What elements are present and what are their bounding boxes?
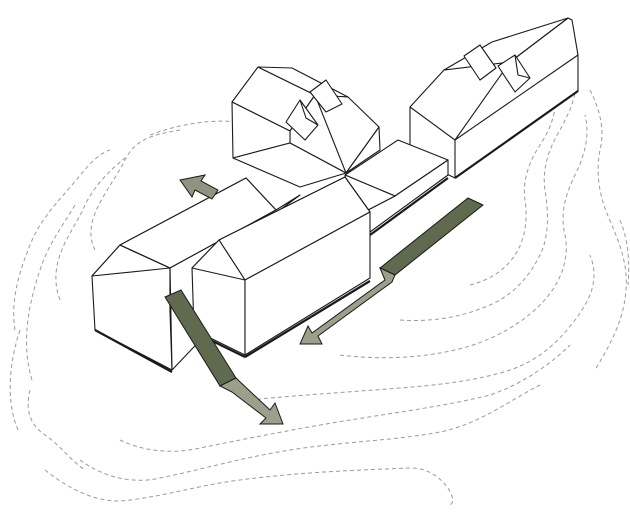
contour-line — [119, 344, 571, 452]
contour-line — [79, 384, 541, 481]
back-left-house — [231, 66, 381, 188]
back-right-house — [409, 17, 579, 179]
contour-line — [339, 114, 588, 359]
contour-line — [13, 149, 111, 331]
contour-lines — [9, 89, 630, 506]
southwest-path-arrow — [299, 197, 484, 345]
front-right-house — [191, 176, 371, 358]
contour-line — [249, 254, 595, 401]
contour-line — [589, 89, 627, 371]
contour-line — [90, 129, 181, 251]
contour-line — [55, 157, 126, 301]
southeast-path-arrow — [164, 289, 284, 425]
contour-line — [26, 204, 76, 381]
contour-line — [469, 104, 556, 286]
contour-line — [619, 219, 630, 286]
contour-line — [9, 329, 21, 431]
contour-line — [27, 389, 86, 471]
northwest-small-arrow — [179, 174, 219, 200]
contour-line — [44, 467, 453, 506]
connector-corridor — [344, 139, 449, 236]
contour-line — [399, 89, 576, 321]
